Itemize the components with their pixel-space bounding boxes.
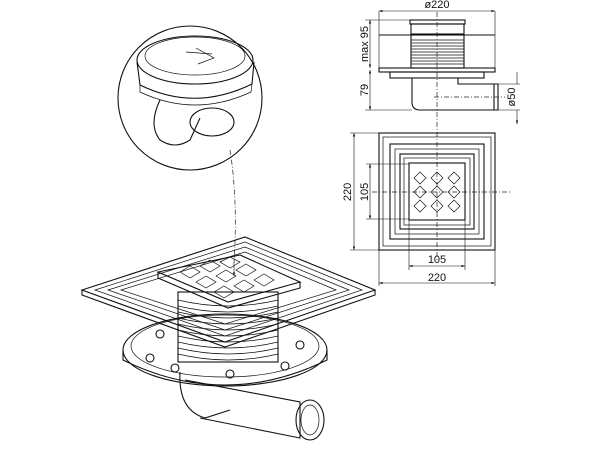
body-ribs	[177, 299, 279, 361]
max-95-label: max 95	[359, 26, 371, 62]
drain-isometric-view	[80, 236, 377, 441]
outlet-diameter-50-label: ø50	[506, 88, 518, 107]
bolt-heads	[145, 329, 305, 379]
grate-height-105-label: 105	[359, 183, 371, 201]
elevation-view: ø220 max 95 79 ø50	[359, 0, 520, 262]
plan-grate-pattern	[413, 171, 461, 213]
plan-width-220-label: 220	[428, 272, 446, 284]
grate-pattern	[179, 256, 275, 299]
height-79-label: 79	[359, 84, 371, 96]
plan-view: 220 105 105 220	[342, 132, 510, 286]
diameter-220-label: ø220	[424, 0, 449, 11]
grate-width-105-label: 105	[428, 254, 446, 266]
plan-height-220-label: 220	[342, 183, 354, 201]
siphon-detail-inset	[117, 25, 263, 263]
